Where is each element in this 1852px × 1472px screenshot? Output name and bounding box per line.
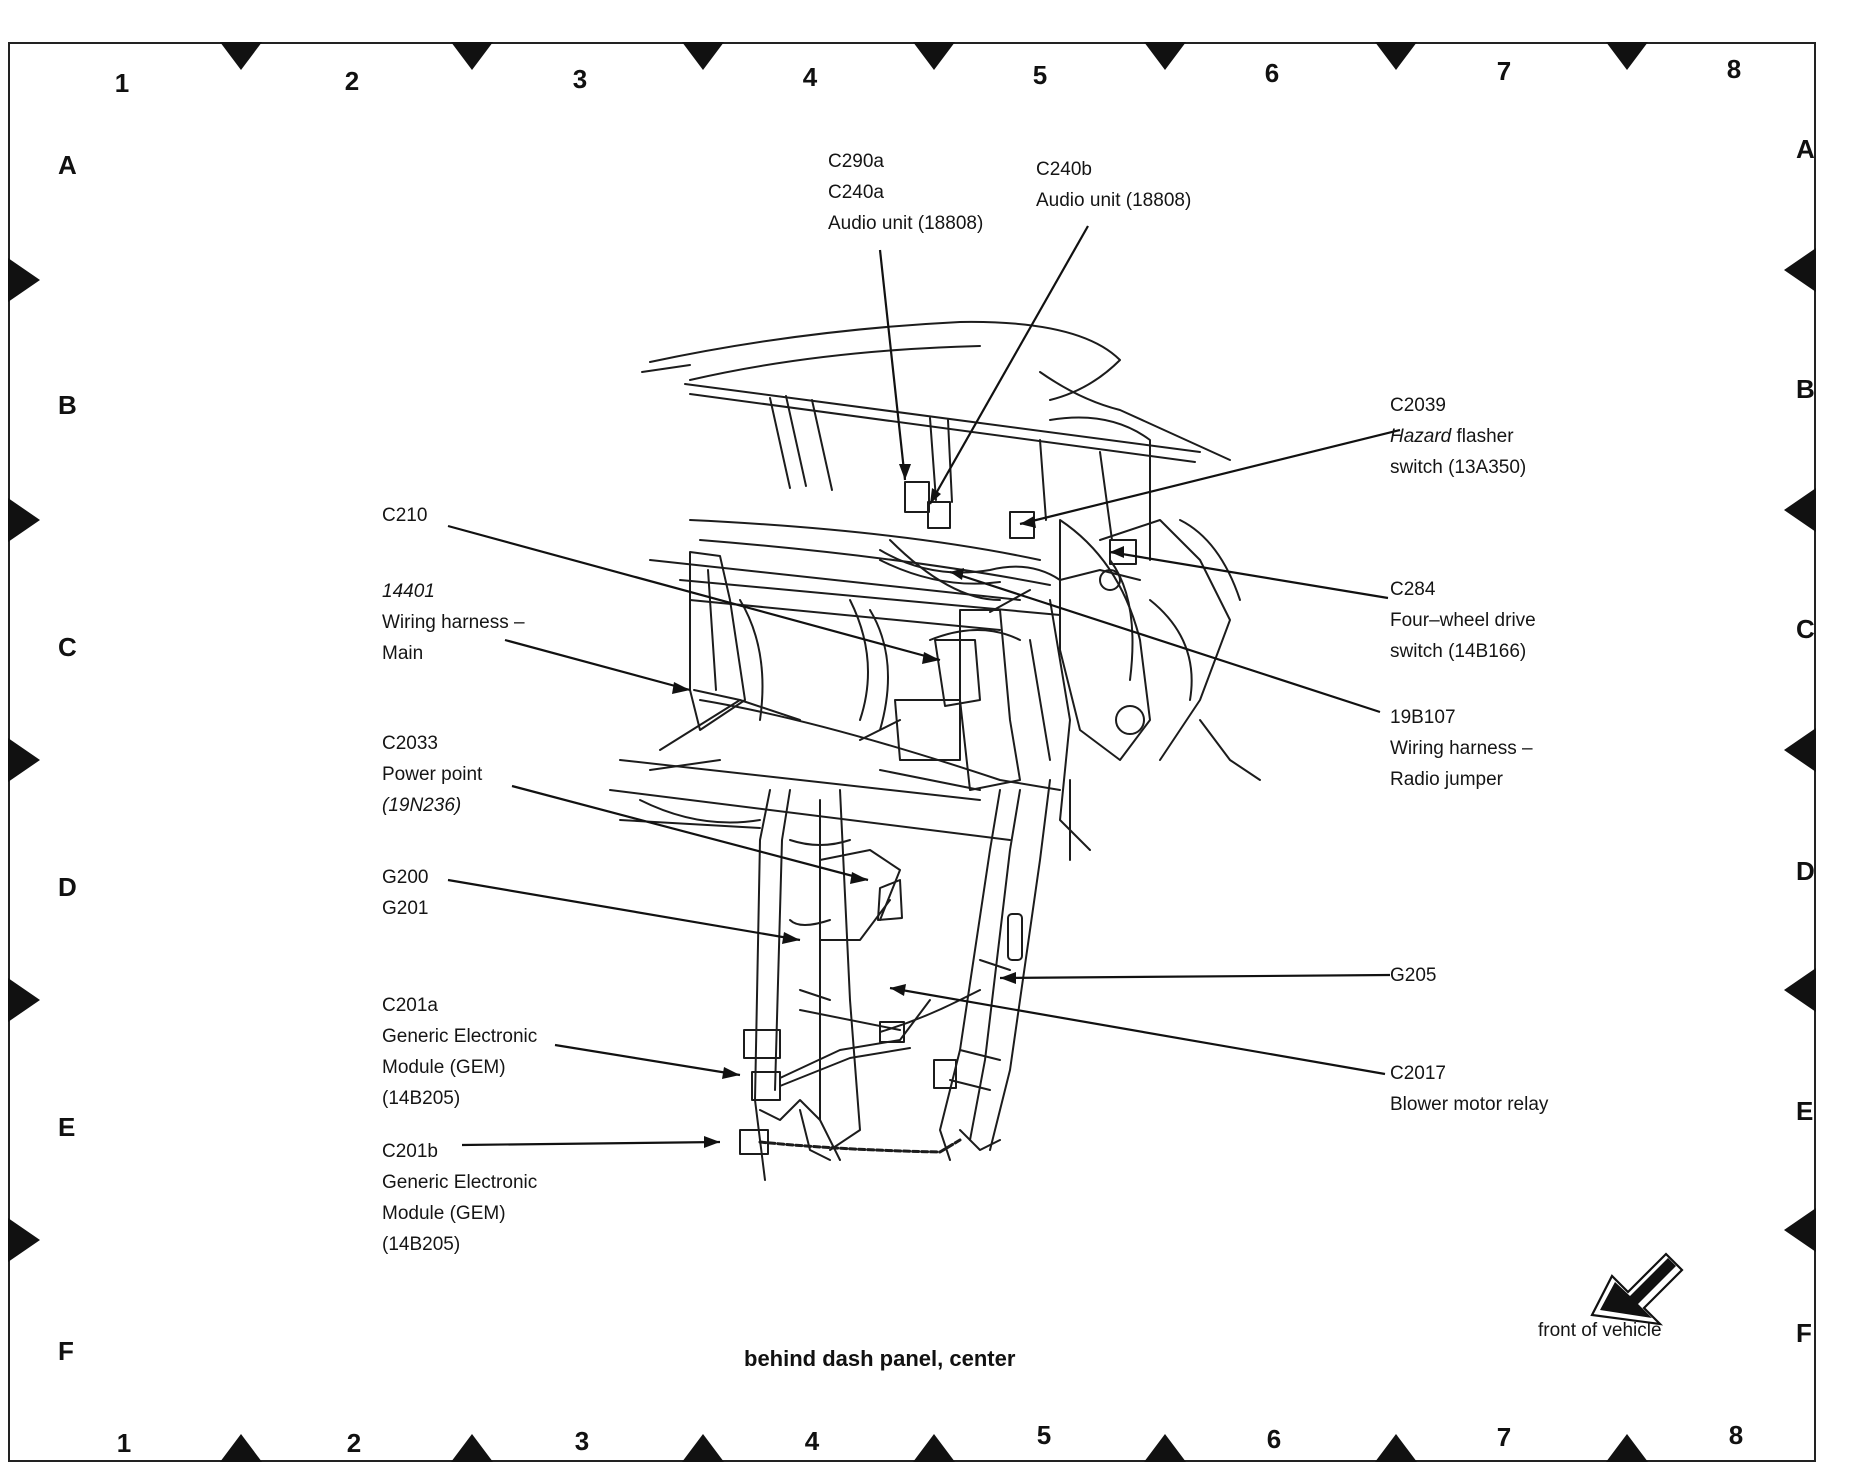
grid-col-bottom-5: 5 bbox=[1036, 1420, 1052, 1450]
callout-c201b: C201b Generic Electronic Module (GEM) (1… bbox=[382, 1136, 537, 1260]
callout-line: Generic Electronic bbox=[382, 1172, 538, 1193]
callout-line: C2039 bbox=[1390, 395, 1446, 416]
callout-line: 19B107 bbox=[1390, 707, 1456, 728]
callout-line: C240a bbox=[828, 182, 884, 203]
bottom-grid-markers bbox=[220, 1434, 1648, 1462]
grid-row-right-A: A bbox=[1796, 134, 1815, 164]
callout-harness-main: 14401 Wiring harness – Main bbox=[382, 576, 525, 669]
callout-line: C210 bbox=[382, 505, 428, 526]
top-grid-markers bbox=[220, 42, 1648, 70]
callout-line: (19N236) bbox=[382, 795, 462, 816]
callout-line: Audio unit (18808) bbox=[1036, 190, 1192, 211]
grid-col-bottom-6: 6 bbox=[1266, 1424, 1282, 1454]
grid-col-top-6: 6 bbox=[1264, 58, 1280, 88]
grid-row-left-B: B bbox=[58, 390, 77, 420]
callout-line: Radio jumper bbox=[1390, 769, 1503, 790]
callout-c240b: C240b Audio unit (18808) bbox=[1036, 154, 1191, 216]
callout-line: Wiring harness – bbox=[1390, 738, 1533, 759]
callout-line: Wiring harness – bbox=[382, 612, 525, 633]
grid-row-right-F: F bbox=[1796, 1318, 1812, 1348]
grid-row-right-D: D bbox=[1796, 856, 1815, 886]
callout-c210: C210 bbox=[382, 500, 427, 531]
callout-g200-g201: G200 G201 bbox=[382, 862, 428, 924]
callout-c201a: C201a Generic Electronic Module (GEM) (1… bbox=[382, 990, 537, 1114]
grid-row-left-D: D bbox=[58, 872, 77, 902]
front-of-vehicle-arrow bbox=[1590, 1252, 1684, 1326]
grid-col-top-8: 8 bbox=[1726, 54, 1742, 84]
grid-col-top-5: 5 bbox=[1032, 60, 1048, 90]
callout-line: Generic Electronic bbox=[382, 1026, 538, 1047]
diagram-caption: behind dash panel, center bbox=[744, 1346, 1016, 1371]
callout-line: G205 bbox=[1390, 965, 1437, 986]
grid-col-top-4: 4 bbox=[802, 62, 818, 92]
callout-line: C284 bbox=[1390, 579, 1436, 600]
grid-row-left-E: E bbox=[58, 1112, 76, 1142]
callout-c290a-c240a: C290a C240a Audio unit (18808) bbox=[828, 146, 983, 239]
callout-line: (14B205) bbox=[382, 1234, 461, 1255]
callout-line: C2033 bbox=[382, 733, 438, 754]
callout-line: switch (14B166) bbox=[1390, 641, 1527, 662]
dash-panel-illustration bbox=[609, 320, 1261, 1181]
grid-col-bottom-1: 1 bbox=[116, 1428, 132, 1458]
callout-text: flasher bbox=[1451, 426, 1514, 447]
callout-g205: G205 bbox=[1390, 960, 1436, 991]
grid-col-bottom-3: 3 bbox=[574, 1426, 590, 1456]
callout-c284: C284 Four–wheel drive switch (14B166) bbox=[1390, 574, 1536, 667]
callout-line: 14401 bbox=[382, 581, 435, 602]
callout-line: Hazard flasher bbox=[1390, 421, 1526, 452]
callout-italic: Hazard bbox=[1390, 426, 1452, 447]
front-of-vehicle-label: front of vehicle bbox=[1538, 1320, 1662, 1341]
grid-col-bottom-4: 4 bbox=[804, 1426, 820, 1456]
grid-row-right-B: B bbox=[1796, 374, 1815, 404]
callout-line: Audio unit (18808) bbox=[828, 213, 984, 234]
grid-row-left-A: A bbox=[58, 150, 77, 180]
callout-c2039: C2039 Hazard flasher switch (13A350) bbox=[1390, 390, 1526, 483]
leader-arrowheads bbox=[672, 464, 1124, 1148]
callout-line: Power point bbox=[382, 764, 483, 785]
grid-col-top-2: 2 bbox=[344, 66, 360, 96]
grid-col-bottom-7: 7 bbox=[1496, 1422, 1512, 1452]
right-grid-markers bbox=[1784, 248, 1816, 1252]
callout-line: C290a bbox=[828, 151, 884, 172]
callout-radio-jumper: 19B107 Wiring harness – Radio jumper bbox=[1390, 702, 1533, 795]
grid-col-top-7: 7 bbox=[1496, 56, 1512, 86]
grid-col-bottom-2: 2 bbox=[346, 1428, 362, 1458]
grid-col-top-1: 1 bbox=[114, 68, 130, 98]
callout-line: C240b bbox=[1036, 159, 1092, 180]
callout-line: (14B205) bbox=[382, 1088, 461, 1109]
callout-line: Blower motor relay bbox=[1390, 1094, 1549, 1115]
leader-lines bbox=[447, 225, 1401, 1147]
grid-row-right-C: C bbox=[1796, 614, 1815, 644]
callout-line: switch (13A350) bbox=[1390, 457, 1527, 478]
callout-c2017: C2017 Blower motor relay bbox=[1390, 1058, 1548, 1120]
callout-line: G201 bbox=[382, 898, 429, 919]
callout-line: C201b bbox=[382, 1141, 438, 1162]
callout-line: Module (GEM) bbox=[382, 1203, 506, 1224]
callout-line: C2017 bbox=[1390, 1063, 1446, 1084]
callout-line: Four–wheel drive bbox=[1390, 610, 1536, 631]
callout-line: C201a bbox=[382, 995, 438, 1016]
grid-row-left-C: C bbox=[58, 632, 77, 662]
callout-line: Module (GEM) bbox=[382, 1057, 506, 1078]
left-grid-markers bbox=[8, 258, 40, 1262]
callout-line: G200 bbox=[382, 867, 429, 888]
grid-col-top-3: 3 bbox=[572, 64, 588, 94]
grid-row-right-E: E bbox=[1796, 1096, 1814, 1126]
callout-c2033: C2033 Power point (19N236) bbox=[382, 728, 482, 821]
grid-row-left-F: F bbox=[58, 1336, 74, 1366]
callout-line: Main bbox=[382, 643, 424, 664]
grid-col-bottom-8: 8 bbox=[1728, 1420, 1744, 1450]
